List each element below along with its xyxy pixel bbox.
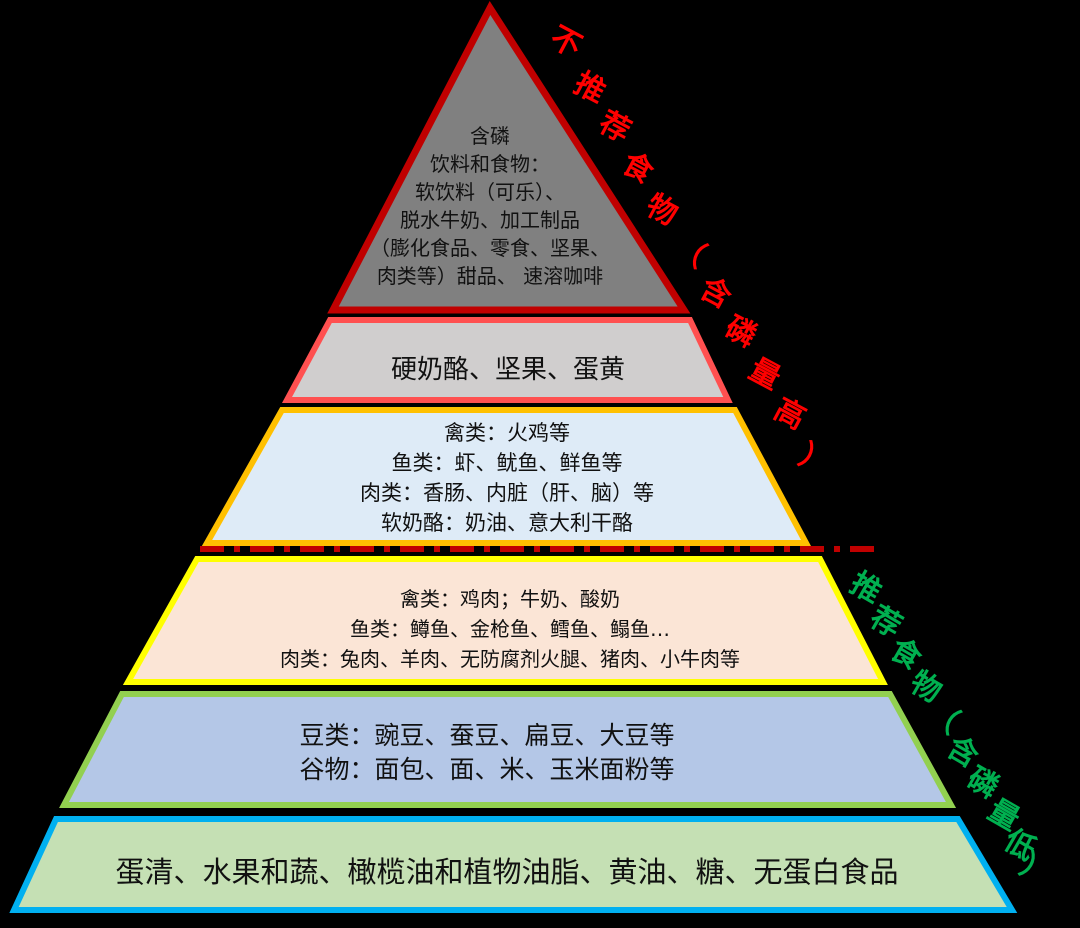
tier-1-line: （膨化食品、零食、坚果、 <box>370 236 610 260</box>
tier-4-line: 禽类：鸡肉；牛奶、酸奶 <box>400 587 620 611</box>
tier-1-line: 肉类等）甜品、 速溶咖啡 <box>377 264 603 288</box>
pyramid-tier-5 <box>59 691 957 808</box>
tier-3-line: 鱼类：虾、鱿鱼、鲜鱼等 <box>392 451 623 475</box>
tier-1-line: 软饮料（可乐）、 <box>415 180 565 204</box>
tier-3-line: 禽类：火鸡等 <box>444 421 570 445</box>
tier-3-line: 肉类：香肠、内脏（肝、脑）等 <box>360 481 654 505</box>
tier-2-line: 硬奶酪、坚果、蛋黄 <box>391 355 625 385</box>
tier-5-line: 豆类：豌豆、蚕豆、扁豆、大豆等 <box>299 721 674 750</box>
tier-1-line: 含磷 <box>470 124 510 148</box>
tier-4-line: 鱼类：鳟鱼、金枪鱼、鳕鱼、鳎鱼… <box>350 617 670 641</box>
tier-5-line: 谷物：面包、面、米、玉米面粉等 <box>299 755 674 784</box>
tier-3-line: 软奶酪：奶油、意大利干酪 <box>381 511 633 535</box>
tier-6-line: 蛋清、水果和蔬、橄榄油和植物油脂、黄油、糖、无蛋白食品 <box>115 855 898 889</box>
pyramid-tier-6 <box>9 816 1018 913</box>
pyramid-tier-3 <box>201 407 812 546</box>
pyramid-tier-1 <box>327 1 691 314</box>
pyramid-tier-4 <box>122 556 888 685</box>
tier-4-line: 肉类：兔肉、羊肉、无防腐剂火腿、猪肉、小牛肉等 <box>280 647 740 671</box>
tier-1-line: 脱水牛奶、加工制品 <box>400 208 580 232</box>
tier-1-line: 饮料和食物： <box>430 152 550 176</box>
pyramid-tier-2 <box>281 317 733 403</box>
